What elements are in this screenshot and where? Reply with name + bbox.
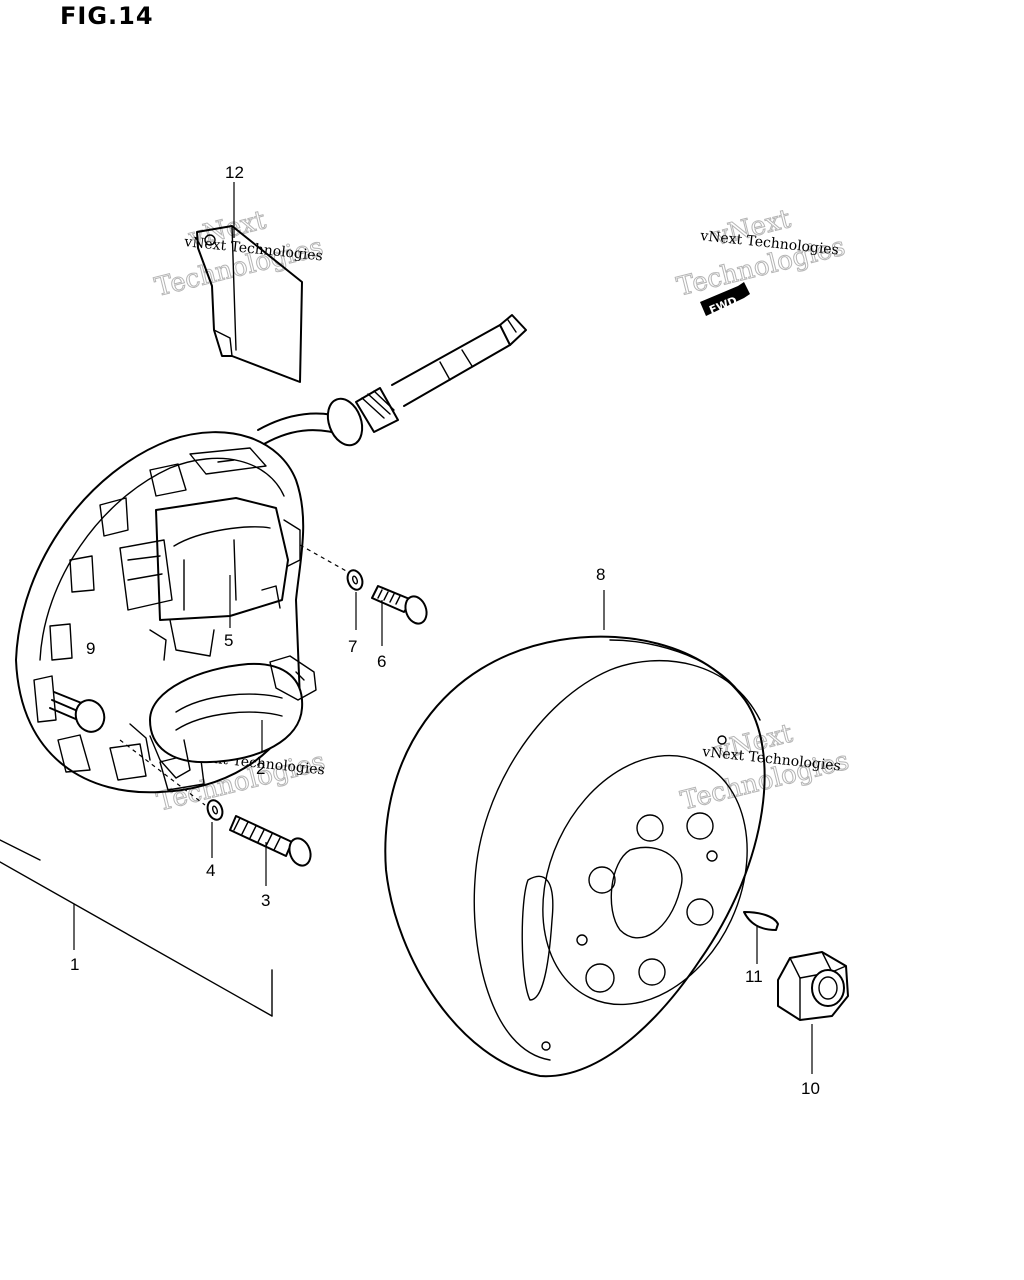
callout-10: 10: [801, 1079, 820, 1098]
part-screw-9: [49, 691, 106, 733]
leader-lines: [73, 182, 813, 1074]
part-cable-grommet: [257, 314, 527, 447]
callout-5: 5: [224, 631, 233, 650]
part-stator-base-plate: [15, 431, 305, 794]
part-1-bracket: [0, 839, 273, 1017]
callout-2: 2: [256, 759, 265, 778]
callout-1: 1: [70, 955, 79, 974]
callout-8: 8: [596, 565, 605, 584]
part-coil-upper: [119, 497, 301, 661]
callout-12: 12: [225, 163, 244, 182]
part-screw-6: [371, 585, 428, 625]
assembly-line: [299, 544, 349, 573]
callout-4: 4: [206, 861, 215, 880]
callout-3: 3: [261, 891, 270, 910]
callout-11: 11: [745, 967, 763, 986]
part-coil-lower: [129, 655, 317, 779]
part-screw-3: [229, 815, 312, 867]
part-rotor-flywheel: [384, 635, 766, 1078]
part-washer-4: [206, 799, 224, 821]
assembly-line: [119, 739, 206, 806]
part-washer-7: [346, 569, 364, 591]
part-key-11: [743, 911, 779, 931]
callout-9: 9: [86, 639, 95, 658]
part-nut-10: [777, 951, 849, 1021]
part-guide-plate: [196, 225, 303, 383]
callout-7: 7: [348, 637, 357, 656]
callout-6: 6: [377, 652, 386, 671]
figure-title: FIG.14: [60, 2, 154, 30]
